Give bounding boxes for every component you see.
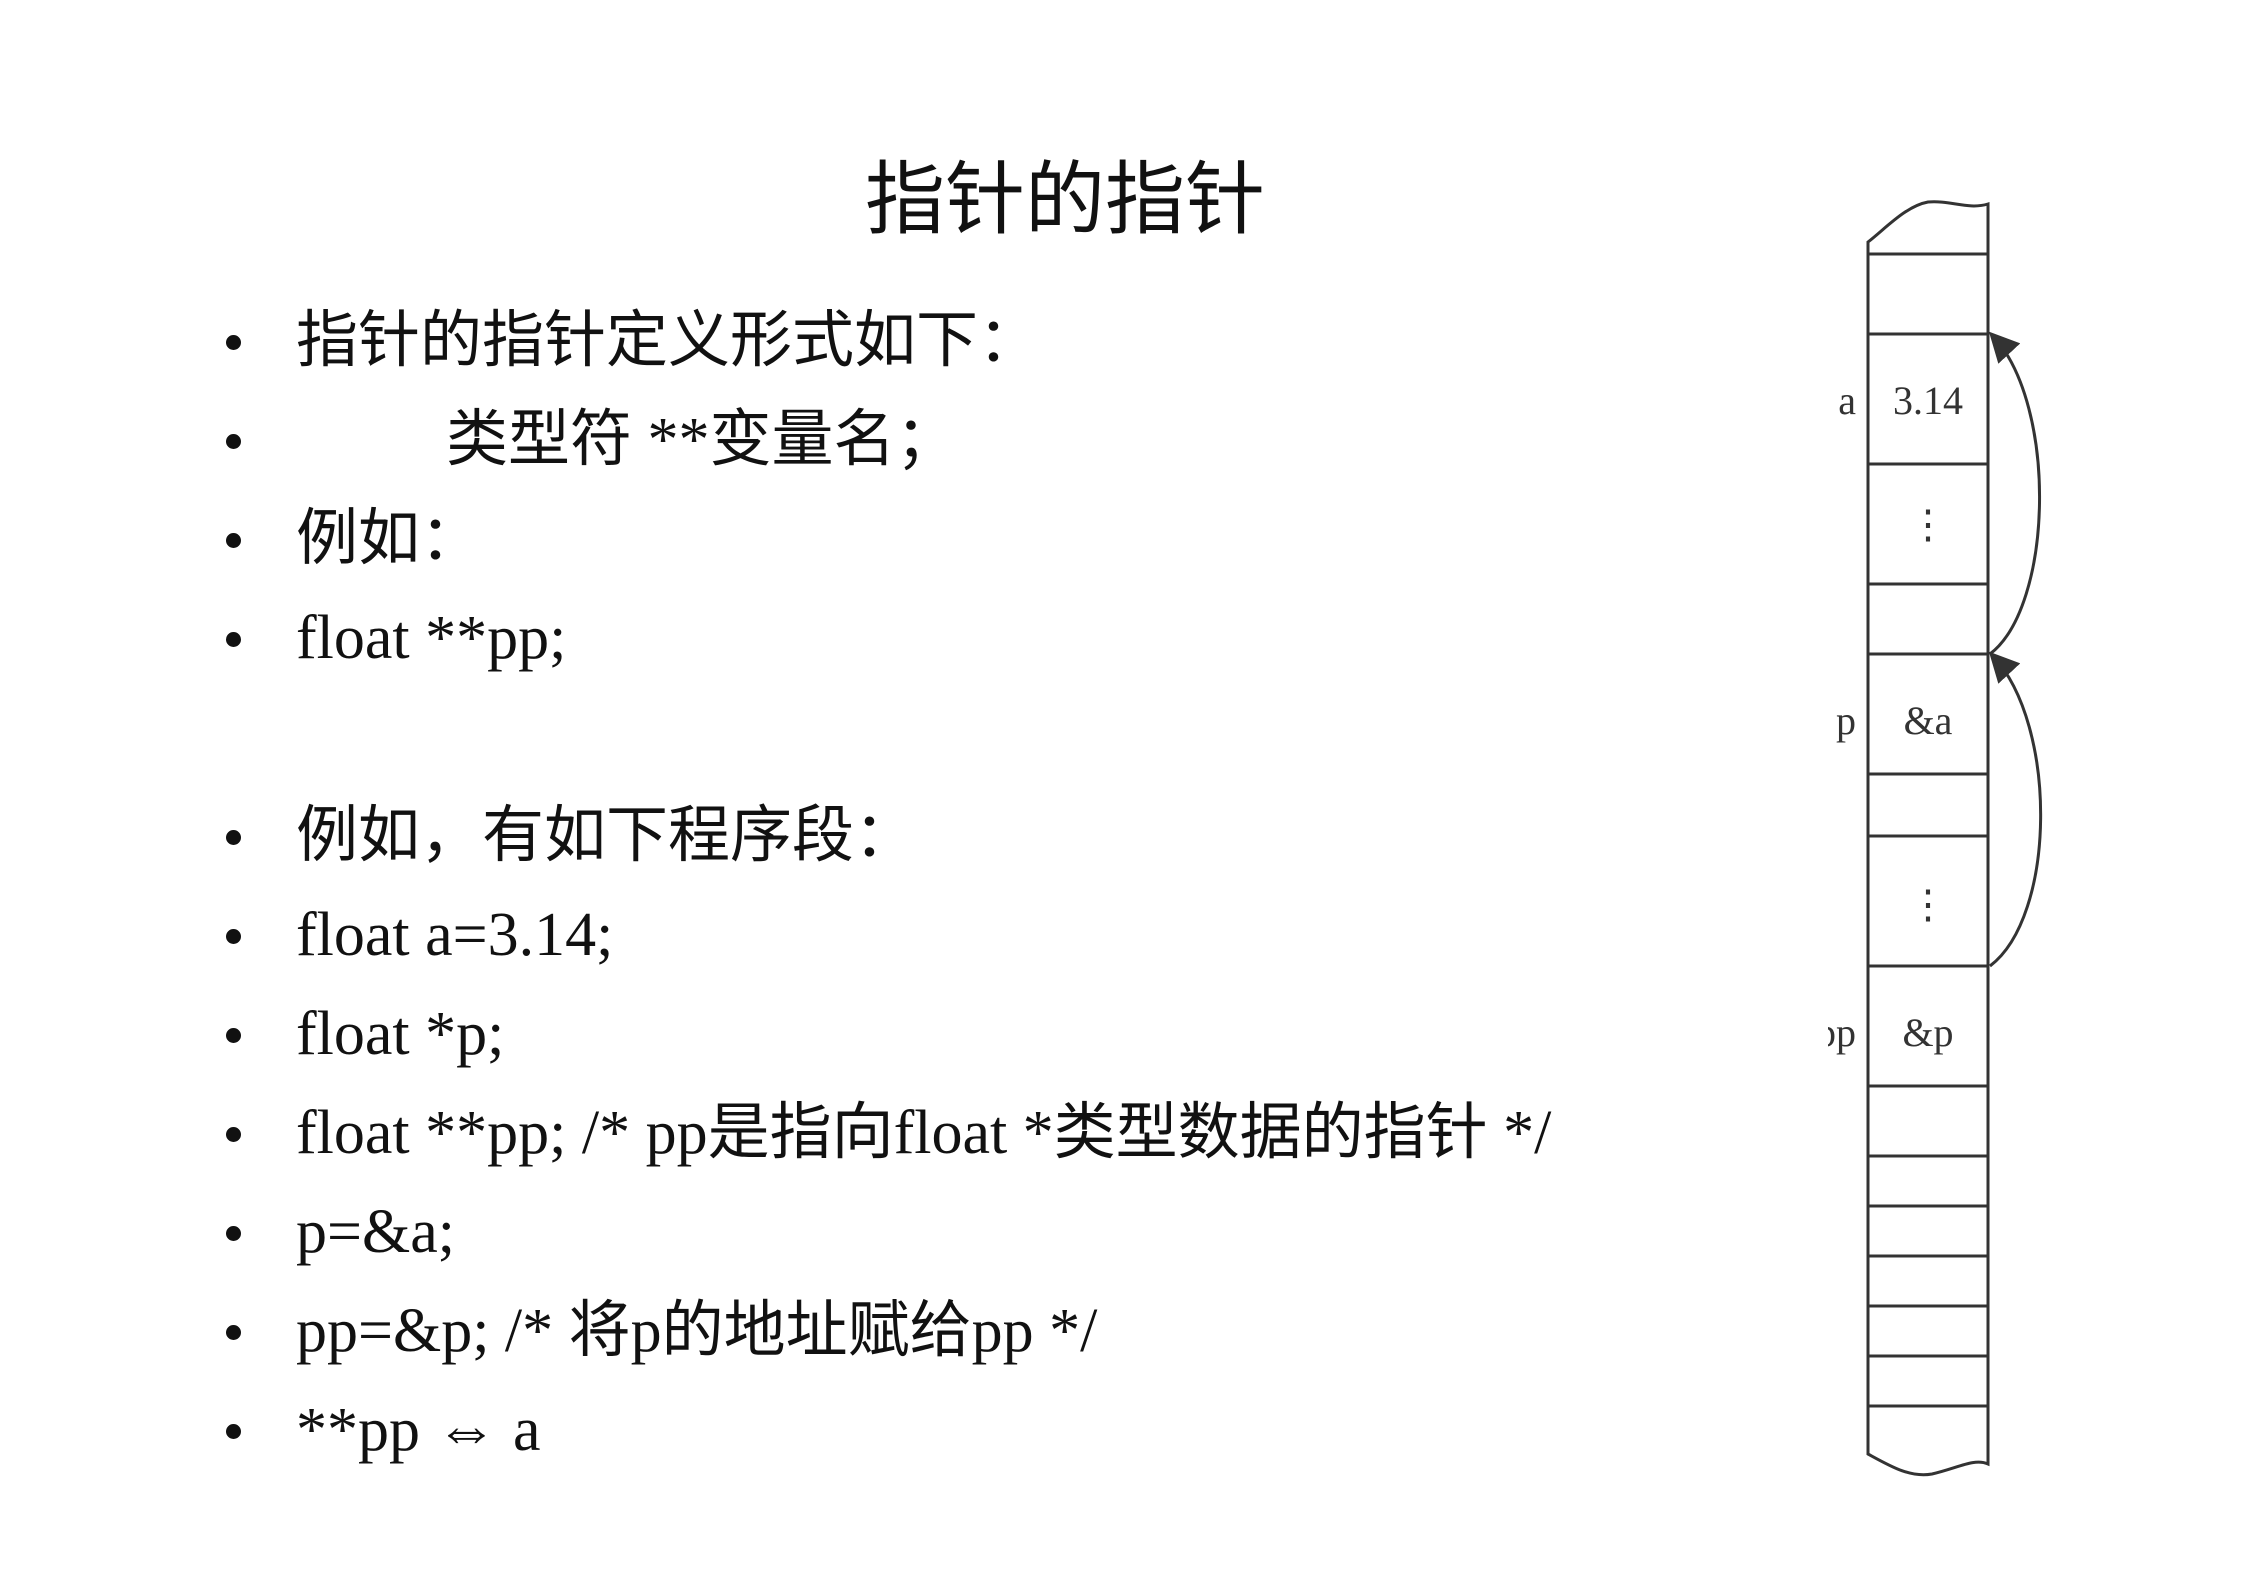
bullet-item: float a=3.14; bbox=[214, 886, 1834, 985]
bullet-item: pp=&p; /* 将p的地址赋给pp */ bbox=[214, 1282, 1834, 1381]
bullet-text: float a=3.14; bbox=[296, 901, 614, 969]
bullet-item: 例如，有如下程序段： bbox=[214, 787, 1834, 886]
bullet-text: 例如，有如下程序段： bbox=[296, 802, 917, 870]
pointer-arrow-pp-to-p bbox=[1988, 651, 2043, 968]
bullet-item: **pp ⇔ a bbox=[214, 1381, 1834, 1480]
bullet-text: **pp ⇔ a bbox=[296, 1396, 541, 1464]
bullet-item: float **pp; bbox=[214, 589, 1834, 688]
bullet-text: pp=&p; /* 将p的地址赋给pp */ bbox=[296, 1297, 1098, 1365]
bullet-dot-icon bbox=[226, 1424, 241, 1439]
pointer-arrow-p-to-a bbox=[1988, 331, 2041, 656]
memory-cell-value-a: 3.14 bbox=[1893, 378, 1963, 423]
memory-cell-ellipsis: ⋮ bbox=[1908, 502, 1948, 547]
bullet-dot-icon bbox=[226, 1226, 241, 1241]
bullet-dot-icon bbox=[226, 533, 241, 548]
memory-cell-name-pp: pp bbox=[1828, 1010, 1856, 1055]
bullet-dot-icon bbox=[226, 1127, 241, 1142]
bullet-dot-icon bbox=[226, 929, 241, 944]
bullet-text: float **pp; bbox=[296, 604, 567, 672]
bullet-item: 例如： bbox=[214, 490, 1834, 589]
bullet-text: 类型符 **变量名； bbox=[446, 406, 958, 474]
bullet-dot-icon bbox=[226, 1325, 241, 1340]
bullet-dot-icon bbox=[226, 632, 241, 647]
bullet-item: p=&a; bbox=[214, 1183, 1834, 1282]
memory-bottom-torn-edge bbox=[1866, 1436, 1990, 1477]
bullet-dot-icon bbox=[226, 434, 241, 449]
memory-cell-dividers bbox=[1868, 252, 1988, 1408]
memory-cell-ellipsis: ⋮ bbox=[1908, 882, 1948, 927]
bullet-text: 例如： bbox=[296, 505, 483, 573]
bullet-text: float **pp; /* pp是指向float *类型数据的指针 */ bbox=[296, 1099, 1552, 1167]
bullet-dot-icon bbox=[226, 830, 241, 845]
memory-cell-value-pp: &p bbox=[1902, 1010, 1953, 1055]
memory-cell-name-p: p bbox=[1836, 698, 1856, 743]
memory-cell-value-p: &a bbox=[1904, 698, 1953, 743]
bullet-dot-icon bbox=[226, 1028, 241, 1043]
memory-diagram: a 3.14 ⋮ p &a ⋮ pp &p bbox=[1828, 200, 2043, 1477]
bullet-item: float *p; bbox=[214, 985, 1834, 1084]
bullet-list: 指针的指针定义形式如下： 类型符 **变量名； 例如： float **pp; … bbox=[214, 292, 1834, 1480]
memory-cell-name-a: a bbox=[1838, 378, 1856, 423]
slide-title: 指针的指针 bbox=[865, 153, 1265, 246]
bullet-item: float **pp; /* pp是指向float *类型数据的指针 */ bbox=[214, 1084, 1834, 1183]
bullet-text: float *p; bbox=[296, 1000, 505, 1068]
bullet-item: 类型符 **变量名； bbox=[214, 391, 1834, 490]
bullet-dot-icon bbox=[226, 335, 241, 350]
bullet-text: 指针的指针定义形式如下： bbox=[296, 307, 1041, 375]
bullet-text: p=&a; bbox=[296, 1198, 455, 1266]
bullet-item: 指针的指针定义形式如下： bbox=[214, 292, 1834, 391]
memory-top-torn-edge bbox=[1866, 200, 1990, 254]
